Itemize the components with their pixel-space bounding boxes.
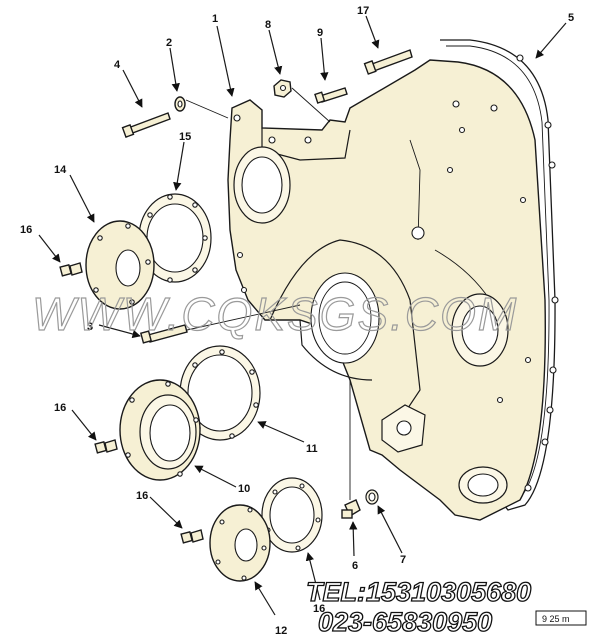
lower-gasket bbox=[261, 477, 323, 553]
callout-5: 5 bbox=[568, 12, 574, 24]
bolt-17 bbox=[363, 49, 413, 75]
phone-line-2: 023-65830950 bbox=[318, 607, 492, 637]
plug-6 bbox=[341, 499, 361, 519]
crank-seal-gasket bbox=[179, 345, 261, 441]
cover-bolt-holes bbox=[233, 54, 559, 492]
callout-16-b: 16 bbox=[54, 402, 66, 414]
callout-15: 15 bbox=[179, 131, 191, 143]
ref-code: 9 25 m bbox=[542, 614, 570, 624]
upper-seal-gasket bbox=[138, 193, 212, 283]
callout-1: 1 bbox=[212, 13, 218, 25]
nut-8 bbox=[273, 79, 292, 98]
gear-cover-gasket bbox=[440, 39, 556, 511]
callout-16-c: 16 bbox=[136, 490, 148, 502]
bolt-4 bbox=[121, 112, 171, 138]
callout-3: 3 bbox=[87, 321, 93, 333]
callout-8: 8 bbox=[265, 19, 271, 31]
callout-4: 4 bbox=[114, 59, 121, 71]
washer-2 bbox=[174, 96, 186, 112]
callout-16-d: 16 bbox=[313, 603, 325, 615]
callout-7: 7 bbox=[400, 554, 406, 566]
callout-17: 17 bbox=[357, 5, 369, 17]
bolt-16-c bbox=[180, 529, 204, 544]
callout-2: 2 bbox=[166, 37, 172, 49]
ref-code-box bbox=[535, 610, 587, 626]
callout-arrows bbox=[38, 15, 567, 616]
callout-16-a: 16 bbox=[20, 224, 32, 236]
callout-10: 10 bbox=[238, 483, 250, 495]
phone-line-1: TEL:15310305680 bbox=[306, 577, 531, 607]
gear-housing-cover bbox=[227, 59, 546, 521]
bolt-16-b bbox=[94, 439, 118, 454]
crank-seal-housing bbox=[119, 379, 201, 481]
lower-cover-plate bbox=[209, 504, 271, 582]
bolt-16-a bbox=[59, 262, 83, 277]
callout-14: 14 bbox=[54, 164, 67, 176]
callout-9: 9 bbox=[317, 27, 323, 39]
watermark-text: WWW.CQKSGS.COM bbox=[32, 288, 518, 340]
upper-cover-plate bbox=[85, 220, 155, 310]
callout-12: 12 bbox=[275, 625, 287, 637]
bolt-9 bbox=[314, 87, 348, 104]
o-ring-7 bbox=[365, 489, 379, 505]
callout-6: 6 bbox=[352, 560, 358, 572]
callout-11: 11 bbox=[306, 443, 318, 455]
bolt-3 bbox=[139, 324, 188, 344]
callout-labels: 1 2 3 4 5 6 7 8 9 10 11 12 14 15 16 16 1… bbox=[20, 5, 574, 637]
